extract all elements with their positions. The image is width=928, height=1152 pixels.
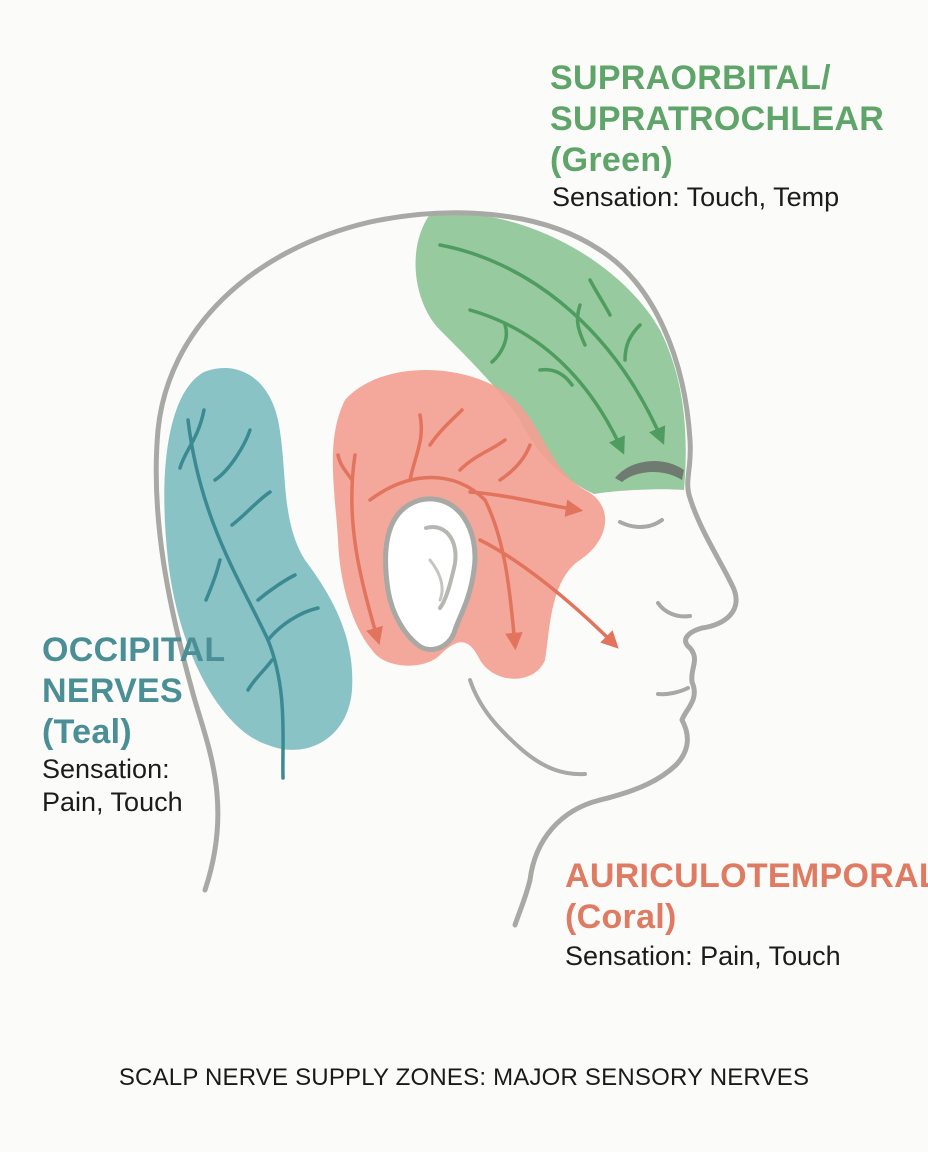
supraorbital-sensation: Sensation: Touch, Temp — [552, 182, 840, 212]
nostril-line — [656, 601, 692, 619]
occipital-nerve-branches — [178, 408, 320, 780]
closed-eye — [618, 518, 664, 529]
mouth-line — [656, 686, 690, 697]
occipital-sensation: Sensation: Pain, Touch — [42, 754, 183, 817]
auriculotemporal-label: AURICULOTEMPORAL (Coral) — [565, 857, 928, 936]
occipital-zone — [164, 368, 353, 750]
occipital-label: OCCIPITAL NERVES (Teal) — [42, 631, 226, 751]
auriculotemporal-sensation: Sensation: Pain, Touch — [565, 941, 841, 971]
auriculotemporal-nerve-branches — [336, 408, 619, 651]
supraorbital-label: SUPRAORBITAL/ SUPRATROCHLEAR (Green) — [550, 59, 885, 179]
head-outline — [153, 210, 739, 928]
ear — [383, 496, 478, 652]
jaw-line — [468, 678, 587, 777]
eyebrow — [615, 460, 684, 482]
diagram-caption: SCALP NERVE SUPPLY ZONES: MAJOR SENSORY … — [118, 1064, 810, 1091]
supraorbital-nerve-branches — [438, 243, 666, 455]
